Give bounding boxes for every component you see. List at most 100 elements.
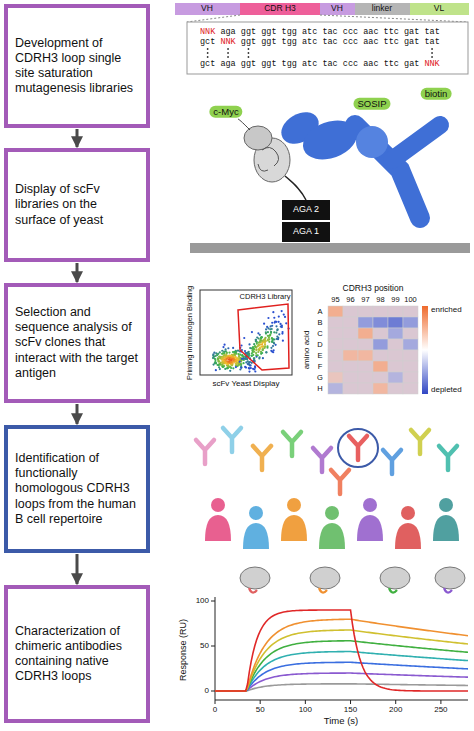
illustration-shape [175,3,240,15]
illustration-shape [267,339,269,341]
illustration-shape [247,351,249,353]
illustration-shape [266,326,268,328]
illustration-shape [226,367,228,369]
illustration-shape [388,372,403,383]
illustration-shape [284,316,286,318]
illustration-shape [261,343,263,345]
illustration-shape [282,222,330,242]
illustration-shape [231,364,233,366]
illustration-shape [350,700,351,704]
process-box: Characterization of chimeric antibodies … [4,585,150,723]
illustration-shape [259,347,261,349]
box-body: Selection and sequence analysis of scFv … [8,299,146,387]
codon: gct [200,38,215,47]
illustration-shape [403,306,418,317]
illustration-shape [238,304,289,370]
illustration-shape [343,383,358,394]
illustration-shape [253,360,255,362]
flow-arrow [76,554,79,584]
illustration-shape [244,366,246,368]
illustration-shape [275,332,277,334]
illustration-shape [239,368,241,370]
illustration-shape [266,345,268,347]
illustration-shape [221,357,223,359]
illustration-shape [190,243,470,253]
illustration-shape [253,446,271,470]
illustration-shape [319,588,327,593]
illustration-shape [235,351,237,353]
illustration-shape [395,523,421,549]
illustration-shape [227,48,229,50]
illustration-shape [331,470,349,494]
illustration-shape [395,506,421,549]
sequence: gct aga ggt ggt tgg atc tac ccc aac ttc … [200,60,419,69]
illustration-shape [380,567,410,589]
illustration-shape [255,349,257,351]
illustration-shape [403,361,418,372]
protein-label: AGA 1 [293,227,319,237]
illustration-shape [237,350,239,352]
illustration-shape [240,344,242,346]
illustration-shape [230,357,232,359]
illustration-shape [343,306,358,317]
illustration-shape [411,430,429,454]
axis-label: Priming Immunogen Binding [186,286,194,380]
illustration-shape [187,22,468,74]
step-text: Selection and sequence analysis of scFv … [15,305,139,381]
illustration-shape [215,610,468,691]
tick-label: G [317,373,323,381]
illustration-shape [248,367,250,369]
illustration-shape [227,56,229,58]
illustration-shape [440,700,441,704]
illustration-shape [248,56,250,58]
plot-title: CDRH3 Library [240,293,291,301]
illustration-shape [358,339,373,350]
step-text: Development of CDRH3 loop single site sa… [15,36,139,97]
illustration-shape [215,641,468,691]
tick-label: E [317,351,322,359]
process-box: Development of CDRH3 loop single site sa… [4,4,150,128]
illustration-shape [388,328,403,339]
illustration-shape [234,356,236,358]
illustration-shape [433,515,459,541]
scale-label: depleted [431,386,462,395]
illustration-shape [433,498,459,541]
illustration-shape [207,48,209,50]
illustration-shape [240,363,242,365]
tick-label: 97 [361,296,369,304]
illustration-shape [278,321,280,323]
illustration-shape [253,351,255,353]
tick-label: 99 [391,296,399,304]
illustration-shape [439,446,457,470]
illustration-shape [270,350,272,352]
illustration-shape [358,306,373,317]
segment-label: VL [434,4,444,13]
tick-label: 100 [196,597,209,606]
illustration-shape [243,337,245,339]
box-body: Identification of functionally homologou… [8,445,146,533]
illustration-shape [313,448,331,472]
illustration-shape [358,372,373,383]
illustration-shape [249,506,263,520]
illustration-shape [248,343,250,345]
illustration-shape [257,332,259,334]
illustration-shape [224,359,226,361]
tick-label: 250 [434,706,447,715]
illustration-shape [260,700,261,704]
illustration-shape [211,601,215,602]
segment-label: VH [201,4,213,13]
illustration-shape [205,498,231,541]
sequence: ggt ggt tgg atc tac ccc aac ttc gat tat [241,38,440,47]
illustration-shape [270,331,272,333]
illustration-shape [403,350,418,361]
illustration-shape [260,336,262,338]
illustration-shape [283,313,285,315]
illustration-shape [232,351,234,353]
illustration-shape [207,52,209,54]
illustration-shape [254,370,256,372]
tick-label: D [317,340,322,348]
illustration-shape [388,306,403,317]
illustration-shape [261,352,263,354]
